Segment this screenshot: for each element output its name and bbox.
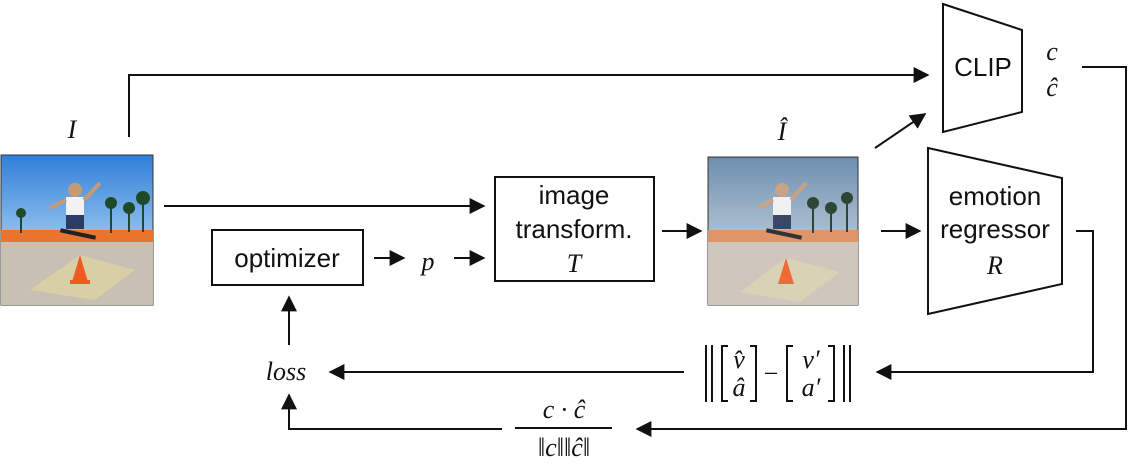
emotion-regressor-symbol: R: [986, 251, 1003, 280]
input-image-label: I: [67, 115, 78, 144]
emotion-regressor-block: [927, 146, 1063, 316]
minus-sign: −: [764, 359, 779, 388]
arrow-input-to-clip: [128, 67, 930, 137]
cosine-numerator: c · ĉ: [543, 395, 586, 424]
arrow-regressor-to-norm: [875, 230, 1094, 380]
input-image: [0, 154, 154, 306]
cosine-denominator: ‖c‖‖ĉ‖: [538, 433, 590, 462]
clip-block: [942, 2, 1023, 134]
parameter-label: p: [420, 247, 435, 276]
image-transform-block: [494, 176, 655, 282]
output-image: [707, 156, 859, 306]
clip-label: CLIP: [954, 52, 1012, 82]
output-image-label: Î: [777, 117, 789, 146]
image-transform-label-1: image: [539, 180, 610, 210]
cosine-similarity-formula: c · ĉ ‖c‖‖ĉ‖: [515, 395, 612, 462]
emotion-regressor-label-1: emotion: [949, 181, 1042, 211]
arrow-clip-to-cosine: [635, 66, 1127, 437]
arrow-output-to-clip: [874, 113, 927, 149]
clip-output-c-hat: ĉ: [1046, 73, 1058, 102]
loss-label: loss: [266, 357, 306, 386]
arrow-cosine-to-loss: [281, 393, 502, 430]
emotion-regressor-label-2: regressor: [940, 214, 1050, 244]
optimizer-block: [211, 229, 364, 286]
v-prime: v′: [802, 345, 820, 374]
emotion-loss-formula: v̂ â − v′ a′: [705, 345, 851, 402]
v-hat: v̂: [733, 345, 745, 374]
a-hat: â: [733, 373, 746, 402]
image-transform-symbol: T: [567, 249, 583, 278]
clip-output-c: c: [1046, 37, 1058, 66]
image-transform-label-2: transform.: [515, 214, 632, 244]
a-prime: a′: [802, 373, 821, 402]
optimizer-label: optimizer: [234, 243, 340, 273]
